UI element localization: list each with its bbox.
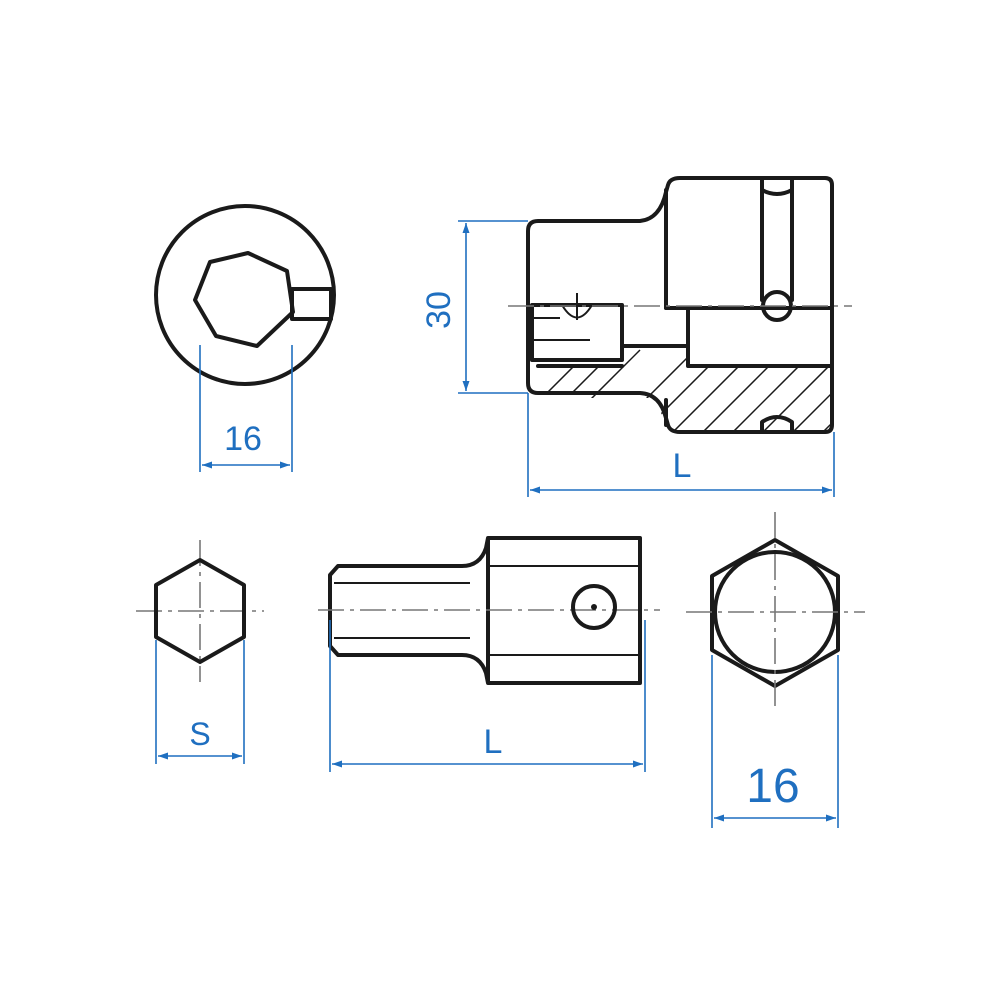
top-left-dimension: 16 — [199, 345, 293, 472]
pin-groove-top — [760, 178, 794, 196]
socket-outer-circle — [154, 204, 336, 386]
bottom-middle-bit-view: L — [318, 536, 660, 772]
dimension-label-30: 30 — [420, 291, 458, 329]
hex-bit-outline — [154, 558, 246, 664]
hex-recess — [193, 251, 295, 348]
dimension-label-L: L — [673, 447, 692, 485]
square-drive-bore — [664, 306, 834, 368]
top-right-side-view: 30 L — [420, 176, 852, 497]
bottom-left-hex-view: S — [136, 540, 264, 764]
height-dimension: 30 — [420, 220, 528, 394]
dimension-label-L: L — [484, 723, 503, 761]
retaining-hole — [571, 584, 617, 630]
top-left-end-view: 16 — [154, 204, 336, 472]
detent-slot — [290, 287, 333, 321]
pin-groove-bottom — [760, 415, 794, 434]
dimension-label-16: 16 — [224, 420, 262, 458]
dimension-label-S: S — [189, 716, 210, 752]
bottom-right-drive-view: 16 — [686, 512, 865, 828]
retaining-hole-center — [591, 604, 597, 610]
socket-body-outline — [526, 176, 834, 434]
dimension-label-16-large: 16 — [746, 760, 799, 813]
length-dimension-top: L — [527, 393, 835, 497]
